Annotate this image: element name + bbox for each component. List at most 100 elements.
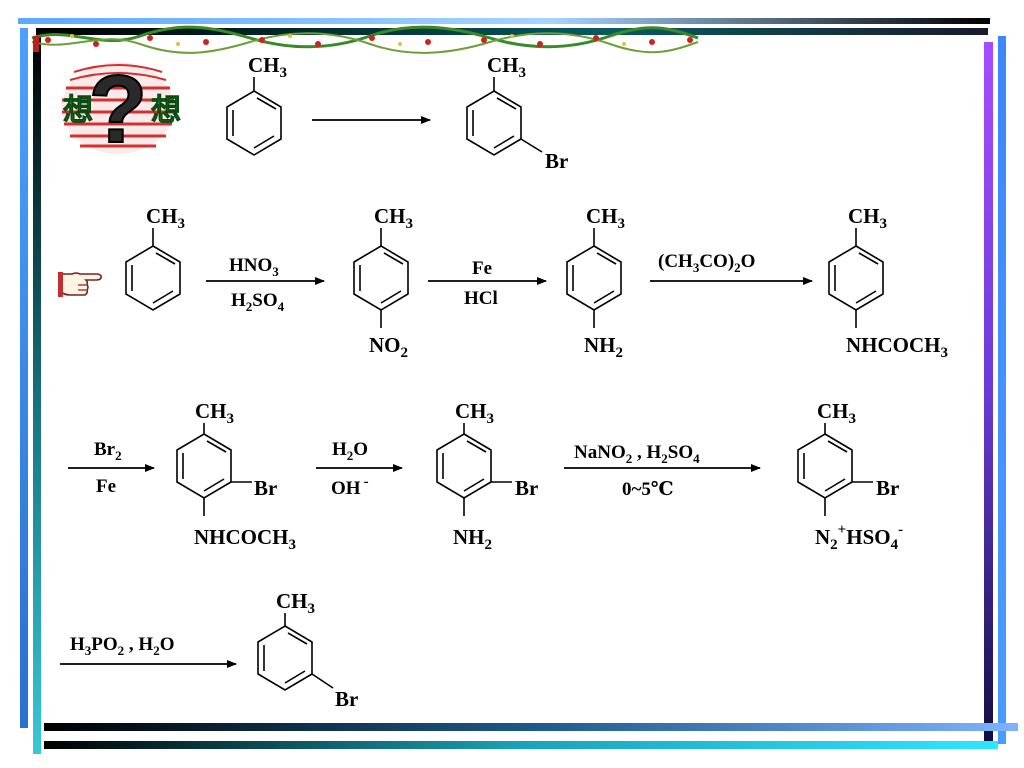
reagent-h2o-h-sub: 2 <box>347 448 354 463</box>
reagent-hydroxide-sup: - <box>364 474 369 490</box>
methyl-label-sub: 3 <box>308 601 316 617</box>
methyl-label-sub: 3 <box>406 216 414 232</box>
reagent-water-h: , H <box>124 634 153 655</box>
counterion-label: HSO <box>846 525 890 549</box>
svg-text:OH-: OH- <box>331 474 369 499</box>
arrow-reduction: Fe HCl <box>428 258 547 309</box>
arrow-bromination: Br2 Fe <box>68 439 155 497</box>
molecule-diazonium-salt: CH3 Br N2+HSO4- <box>797 399 903 553</box>
think-badge: ? 想 想 <box>62 55 181 164</box>
reagent-ac2o-a: (CH <box>658 251 693 272</box>
svg-text:Br2: Br2 <box>94 439 122 463</box>
reaction-temperature: 0~5℃ <box>622 479 674 500</box>
pointing-hand-icon <box>58 272 102 297</box>
bromo-label: Br <box>254 476 277 500</box>
diazonium-label-sub: 2 <box>830 537 838 553</box>
molecule-4-nitrotoluene: CH3 NO2 <box>353 204 413 361</box>
reagent-h2so4-so: SO <box>252 290 277 311</box>
svg-text:NH2: NH2 <box>453 525 492 553</box>
methyl-label-sub: 3 <box>487 411 495 427</box>
synthesis-row-1: CH3 HNO3 H2SO4 CH3 NO2 <box>125 204 948 361</box>
amino-label-sub: 2 <box>485 537 493 553</box>
reagent-h2so4-so-sub: 4 <box>278 299 285 314</box>
methyl-label: CH <box>195 399 227 423</box>
methyl-label-sub: 3 <box>280 65 288 81</box>
diazonium-label: N <box>815 525 830 549</box>
methyl-label: CH <box>586 204 618 228</box>
methyl-label: CH <box>374 204 406 228</box>
reagent-h2so4-so-sub: 4 <box>693 451 700 466</box>
svg-text:HNO3: HNO3 <box>229 255 279 279</box>
reagent-hno3-sub: 3 <box>272 264 279 279</box>
svg-text:H2O: H2O <box>332 439 368 463</box>
reagent-water-o: O <box>160 634 175 655</box>
slide-border <box>18 18 1018 754</box>
reagent-h2so4-so: SO <box>668 442 693 463</box>
counterion-label-sub: 4 <box>891 537 899 553</box>
acetamido-label: NHCOCH <box>194 525 289 549</box>
svg-text:CH3: CH3 <box>487 53 526 81</box>
methyl-label: CH <box>487 53 519 77</box>
svg-text:H3PO2 , H2O: H3PO2 , H2O <box>70 634 174 658</box>
counterion-charge: - <box>898 522 903 538</box>
svg-text:CH3: CH3 <box>374 204 413 232</box>
svg-text:NO2: NO2 <box>369 333 408 361</box>
molecule-3-bromotoluene-target: CH3 Br <box>466 53 568 173</box>
reagent-hcl: HCl <box>464 288 498 309</box>
intro-reaction: CH3 CH3 Br <box>226 53 568 173</box>
arrow-hydrolysis: H2O OH- <box>316 439 403 499</box>
svg-text:CH3: CH3 <box>848 204 887 232</box>
reagent-br2: Br <box>94 439 116 460</box>
reagent-fe-catalyst: Fe <box>96 476 116 497</box>
reagent-br2-sub: 2 <box>115 448 122 463</box>
reagent-h3po2-po-sub: 2 <box>118 643 125 658</box>
methyl-label-sub: 3 <box>849 411 857 427</box>
svg-text:CH3: CH3 <box>276 589 315 617</box>
reagent-fe: Fe <box>472 258 492 279</box>
svg-text:CH3: CH3 <box>248 53 287 81</box>
reagent-h2o-h: H <box>332 439 347 460</box>
reagent-water-h-sub: 2 <box>153 643 160 658</box>
methyl-label-sub: 3 <box>618 216 626 232</box>
question-mark: ? <box>89 56 148 163</box>
reagent-ac2o-c: O <box>741 251 756 272</box>
methyl-label-sub: 3 <box>178 216 186 232</box>
reagent-h3po2-h-sub: 3 <box>85 643 92 658</box>
reagent-h3po2-h: H <box>70 634 85 655</box>
reagent-h2so4-h-sub: 2 <box>661 451 668 466</box>
reagent-nano2-sub: 2 <box>626 451 633 466</box>
amino-label: NH <box>453 525 485 549</box>
svg-text:CH3: CH3 <box>586 204 625 232</box>
amino-label-sub: 2 <box>616 345 624 361</box>
reagent-nano2: NaNO <box>574 442 626 463</box>
reagent-ac2o-a-sub: 3 <box>693 260 700 275</box>
bromo-label: Br <box>335 687 358 711</box>
methyl-label: CH <box>146 204 178 228</box>
badge-left-char: 想 <box>63 93 93 128</box>
svg-text:H2SO4: H2SO4 <box>231 290 285 314</box>
molecule-4-methylacetanilide: CH3 NHCOCH3 <box>828 204 948 361</box>
acetamido-label-sub: 3 <box>289 537 297 553</box>
vine-decoration <box>31 25 699 54</box>
reagent-h2so4-h-sub: 2 <box>246 299 253 314</box>
bromo-label: Br <box>515 476 538 500</box>
methyl-label-sub: 3 <box>880 216 888 232</box>
reagent-h2so4-h: , H <box>632 442 661 463</box>
svg-text:N2+HSO4-: N2+HSO4- <box>815 522 903 553</box>
methyl-label: CH <box>455 399 487 423</box>
arrow-acetylation: (CH3CO)2O <box>650 251 813 285</box>
badge-right-char: 想 <box>151 93 181 128</box>
methyl-label: CH <box>248 53 280 77</box>
molecule-4-methylaniline: CH3 NH2 <box>566 204 625 361</box>
methyl-label: CH <box>817 399 849 423</box>
reagent-ac2o-b-sub: 2 <box>734 260 741 275</box>
methyl-label: CH <box>276 589 308 613</box>
methyl-label-sub: 3 <box>227 411 235 427</box>
molecule-3-bromotoluene-product: CH3 Br <box>257 589 358 711</box>
amino-label: NH <box>584 333 616 357</box>
bromo-label: Br <box>545 149 568 173</box>
svg-text:(CH3CO)2O: (CH3CO)2O <box>658 251 755 275</box>
reagent-h2o-o: O <box>353 439 368 460</box>
svg-text:NHCOCH3: NHCOCH3 <box>194 525 296 553</box>
